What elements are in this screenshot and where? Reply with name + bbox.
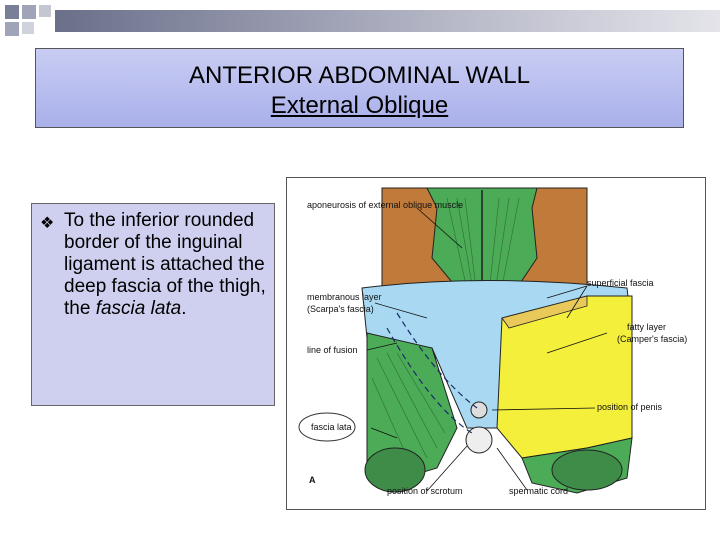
label-position-scrotum: position of scrotum: [387, 486, 463, 496]
header-decoration-square: [5, 22, 19, 36]
fusion-line: [396, 312, 478, 409]
fascia-lata-highlight: [298, 412, 356, 442]
slide-title: ANTERIOR ABDOMINAL WALL External Oblique: [35, 48, 684, 128]
header-decoration-square: [39, 5, 51, 17]
left-thigh-cut: [364, 447, 426, 493]
label-panel-letter: A: [309, 475, 316, 485]
bullet-text-italic: fascia lata: [95, 298, 182, 319]
bullet-text-main: To the inferior rounded border of the in…: [64, 210, 266, 319]
label-position-penis: position of penis: [597, 402, 663, 412]
label-membranous-2: (Scarpa's fascia): [307, 304, 374, 314]
label-aponeurosis: aponeurosis of external oblique muscle: [307, 200, 463, 210]
diamond-bullet-icon: ❖: [40, 215, 55, 232]
scrotum-position: [465, 426, 493, 454]
anatomy-figure: aponeurosis of external oblique muscle m…: [286, 177, 706, 510]
bullet-text-end: .: [181, 298, 187, 319]
anatomy-illustration: aponeurosis of external oblique muscle m…: [298, 187, 687, 496]
bullet-panel: ❖ To the inferior rounded border of the …: [31, 203, 275, 406]
label-fascia-lata: fascia lata: [311, 422, 352, 432]
bullet-text: To the inferior rounded border of the in…: [64, 210, 274, 320]
slide-title-line2: External Oblique: [270, 92, 449, 119]
label-fatty-1: fatty layer: [627, 322, 666, 332]
header-decoration-square: [5, 5, 19, 19]
penis-position: [470, 401, 488, 419]
header-decoration-bar: [55, 10, 720, 32]
slide-title-line1: ANTERIOR ABDOMINAL WALL: [189, 62, 530, 89]
fusion-line: [386, 327, 473, 434]
label-line-of-fusion: line of fusion: [307, 345, 358, 355]
label-membranous-1: membranous layer: [307, 292, 382, 302]
header-decoration-square: [22, 22, 34, 34]
label-superficial-fascia: superficial fascia: [587, 278, 654, 288]
label-fatty-2: (Camper's fascia): [617, 334, 687, 344]
header-decoration-square: [22, 5, 36, 19]
label-spermatic-cord: spermatic cord: [509, 486, 568, 496]
right-thigh-cut: [551, 449, 623, 491]
